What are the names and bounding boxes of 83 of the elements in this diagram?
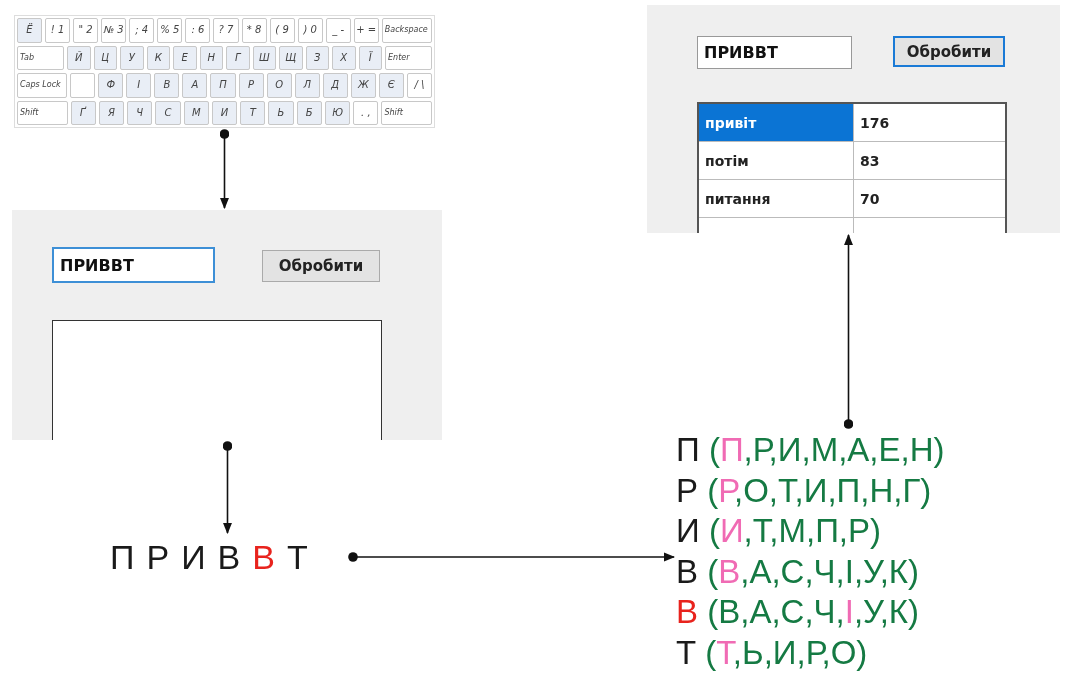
keyboard-key: : 6 — [185, 18, 211, 43]
candidate-line: Т (Т,Ь,И,Р,О) — [676, 632, 868, 673]
keyboard-key: Х — [332, 45, 356, 70]
table-cell: привіт — [699, 104, 853, 142]
candidate-line: Р (Р,О,Т,И,П,Н,Г) — [676, 470, 932, 511]
keyboard-key: Ш — [252, 45, 276, 70]
keyboard-key: Ь — [268, 100, 294, 125]
keyboard-key: Ф — [98, 73, 124, 98]
letter: Т — [286, 537, 308, 577]
process-button: Обробити — [893, 36, 1005, 67]
keyboard-key: Е — [173, 45, 197, 70]
keyboard-key: Ц — [93, 45, 117, 70]
keyboard-key: С — [155, 100, 181, 125]
letter: П — [110, 537, 135, 577]
letter: В — [217, 537, 241, 577]
keyboard-key: ? 7 — [213, 18, 239, 43]
keyboard-drawing — [14, 15, 435, 128]
keyboard-key: Tab — [17, 45, 64, 70]
keyboard-key: Р — [238, 73, 264, 98]
keyboard-key: Б — [296, 100, 322, 125]
candidate-line: В (В,А,С,Ч,І,У,К) — [676, 551, 920, 592]
arrow — [222, 441, 233, 535]
candidate-line: И (И,Т,М,П,Р) — [676, 511, 882, 551]
keyboard-key: Щ — [279, 45, 303, 70]
app-window — [12, 210, 442, 440]
keyboard-key: Ю — [324, 100, 351, 125]
keyboard-key: Т — [240, 100, 266, 125]
keyboard-key: Shift — [17, 100, 68, 125]
keyboard-key: А — [182, 73, 208, 98]
keyboard-key: Backspace — [381, 18, 432, 43]
keyboard-key: Ё — [17, 18, 43, 43]
letter: В — [252, 537, 275, 577]
keyboard-key: Є — [378, 73, 404, 98]
keyboard-key: Enter — [385, 45, 432, 70]
keyboard-key: ) 0 — [297, 18, 323, 43]
keyboard-key: * 8 — [241, 18, 267, 43]
keyboard-key: . , — [353, 100, 379, 125]
keyboard-key: + = — [353, 18, 379, 43]
keyboard-key: ; 4 — [129, 18, 155, 43]
keyboard-key: Ї — [358, 45, 382, 70]
arrow — [843, 233, 854, 429]
keyboard-key: П — [210, 73, 236, 98]
arrow — [348, 552, 676, 562]
keyboard-key: Д — [322, 73, 348, 98]
keyboard-key: І — [126, 73, 152, 98]
keyboard-key: О — [266, 73, 292, 98]
keyboard-key: " 2 — [73, 18, 99, 43]
keyboard-key: Й — [67, 45, 91, 70]
keyboard-key: И — [211, 100, 238, 125]
letter: Р — [146, 537, 170, 577]
keyboard-key: Ч — [127, 100, 153, 125]
keyboard-key: У — [120, 45, 144, 70]
candidate-line: В (В,А,С,Ч,І,У,К) — [676, 592, 920, 632]
keyboard-key: Я — [98, 100, 125, 125]
process-button: Обробити — [262, 250, 380, 282]
keyboard-key: ( 9 — [269, 18, 295, 43]
input-field: ПРИВВТ — [697, 36, 852, 69]
letter: И — [181, 537, 206, 577]
keyboard-key: В — [154, 73, 180, 98]
keyboard-key: Ж — [350, 73, 376, 98]
word-table — [697, 102, 1007, 233]
keyboard-key: Ґ — [70, 100, 96, 125]
keyboard-key: % 5 — [157, 18, 183, 43]
arrow — [219, 129, 230, 210]
keyboard-key: ! 1 — [45, 18, 71, 43]
input-field: ПРИВВТ — [52, 247, 215, 283]
table-cell: 83 — [853, 142, 1005, 180]
list-box — [52, 320, 382, 440]
table-cell: 176 — [853, 104, 1005, 142]
keyboard-key: М — [183, 100, 209, 125]
keyboard-key: З — [305, 45, 329, 70]
keyboard-key: № 3 — [101, 18, 127, 43]
keyboard-key: К — [146, 45, 170, 70]
keyboard-key: Caps Lock — [17, 73, 68, 98]
keyboard-key: Г — [226, 45, 250, 70]
candidate-line: П (П,Р,И,М,А,Е,Н) — [676, 430, 945, 470]
keyboard-key: / \ — [406, 73, 432, 98]
keyboard-key: Shift — [381, 100, 432, 125]
app-window — [647, 5, 1060, 233]
keyboard-key: Л — [294, 73, 320, 98]
keyboard-key: Н — [199, 45, 223, 70]
keyboard-key: _ - — [325, 18, 351, 43]
table-cell: 70 — [853, 180, 1005, 218]
